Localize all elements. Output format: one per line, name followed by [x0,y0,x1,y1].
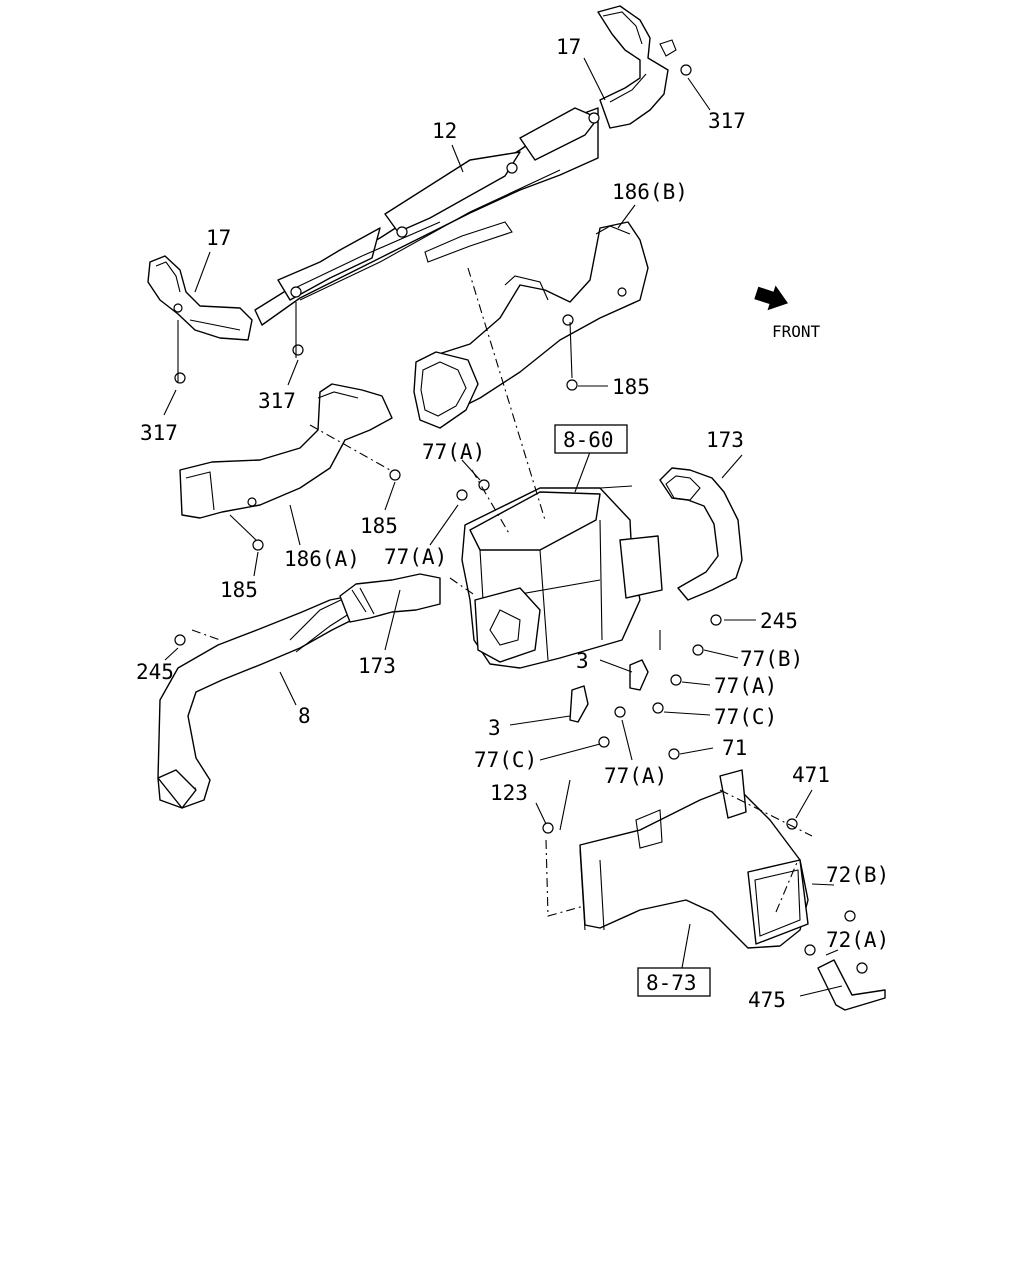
side-duct-17-right [597,5,677,129]
label-77c-2: 77(C) [474,748,537,772]
ref-box-8-60 [554,424,628,454]
alignment-lines [191,267,813,917]
label-317-mid: 317 [258,389,296,413]
label-3-upper: 3 [576,649,589,673]
label-245-right: 245 [760,609,798,633]
label-77a-2: 77(A) [384,545,447,569]
label-77a-3: 77(A) [714,674,777,698]
label-12: 12 [432,119,457,143]
bracket-475 [817,959,886,1011]
part-labels: 17 317 12 186(B) 17 317 317 185 77(A) 8-… [136,35,889,1012]
leader-lines [163,57,843,997]
label-317-left: 317 [140,421,178,445]
label-8-60: 8-60 [563,428,614,452]
label-123: 123 [490,781,528,805]
label-17-left: 17 [206,226,231,250]
label-3-lower: 3 [488,716,501,740]
label-71: 71 [722,736,747,760]
label-77c-1: 77(C) [714,705,777,729]
ref-box-8-73 [637,967,711,997]
label-77a-1: 77(A) [422,440,485,464]
label-72a: 72(A) [826,928,889,952]
label-173-low: 173 [358,654,396,678]
label-475: 475 [748,988,786,1012]
label-186a: 186(A) [284,547,360,571]
label-317-top: 317 [708,109,746,133]
label-77a-4: 77(A) [604,764,667,788]
label-8: 8 [298,704,311,728]
lower-duct-assembly [579,769,809,949]
front-arrow-icon [754,285,789,311]
brackets-3 [569,659,649,723]
label-17-top: 17 [556,35,581,59]
label-185-right: 185 [612,375,650,399]
label-186b: 186(B) [612,180,688,204]
label-471: 471 [792,763,830,787]
label-185-low: 185 [220,578,258,602]
label-77b: 77(B) [740,647,803,671]
duct-8 [157,595,361,809]
duct-186a [179,383,393,519]
label-72b: 72(B) [826,863,889,887]
duct-173-upper [659,467,743,601]
label-173-top: 173 [706,428,744,452]
heater-unit [461,485,663,669]
label-185-mid: 185 [360,514,398,538]
label-245-left: 245 [136,660,174,684]
duct-173-lower [339,573,441,623]
label-8-73: 8-73 [646,971,697,995]
front-label: FRONT [772,322,821,341]
fasteners [174,64,868,974]
side-duct-17-left [147,255,253,341]
duct-186b [413,221,649,429]
defroster-duct-12 [254,107,600,326]
